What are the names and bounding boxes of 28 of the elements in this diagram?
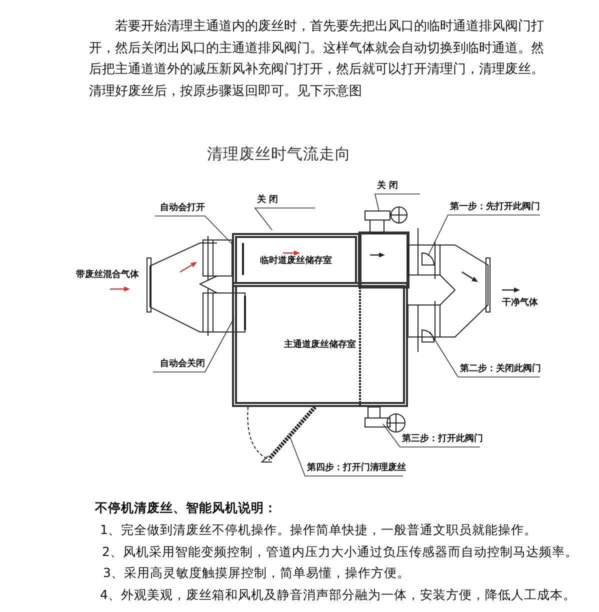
flow-label: 干净气体 xyxy=(502,296,538,309)
leader-line xyxy=(374,194,420,212)
flow-label: 带废丝混合气体 xyxy=(76,268,139,281)
leader-line xyxy=(430,332,540,378)
intro-paragraph: 若要开始清理主通道内的废丝时，首先要先把出风口的临时通道排风阀门打开，然后关闭出风口的主通道排风阀门。这样气体就会自动切换到临时通道。然后把主通道道外的减压新风补充阀门打开，然后就可以打开清理门，清理废丝。清理好废丝后，按原步骤返回即可。见下示意图 xyxy=(89,18,545,100)
callout-text: 自动会关闭 xyxy=(153,358,205,372)
callout-text: 关 闭 xyxy=(255,194,315,208)
callout-text: 第三步：打开此阀门 xyxy=(400,433,480,447)
leader-line xyxy=(152,318,234,372)
leader-line xyxy=(154,216,234,246)
list-item: 1、完全做到清废丝不停机操作。操作简单快捷，一般普通文职员就能操作。 xyxy=(100,522,537,539)
storage-chamber xyxy=(232,282,408,407)
chamber-label: 主通道废丝储存室 xyxy=(284,338,356,351)
section-heading: 不停机清废丝、智能风机说明： xyxy=(95,500,277,517)
list-item: 4、外观美观，废丝箱和风机及静音消声部分融为一体，安装方便，降低人工成本。 xyxy=(100,587,576,604)
callout-text: 第二步：关闭此阀门 xyxy=(458,363,540,377)
callout-text: 第一步：先打开此阀门 xyxy=(448,201,540,215)
leader-line xyxy=(382,424,480,448)
callout-text: 关 闭 xyxy=(375,180,420,194)
chamber-label: 临时道废丝储存室 xyxy=(260,254,332,266)
callout-text: 自动会打开 xyxy=(155,202,205,216)
diagram-title: 清理废丝时气流走向 xyxy=(207,144,351,165)
storage-chamber xyxy=(232,233,360,287)
leader-line xyxy=(428,214,540,256)
leader-line xyxy=(290,436,404,476)
leader-line xyxy=(254,208,316,230)
list-item: 3、采用高灵敏度触摸屏控制，简单易懂，操作方便。 xyxy=(103,565,410,582)
list-item: 2、风机采用智能变频控制，管道内压力大小通过负压传感器而自动控制马达频率。 xyxy=(102,544,578,561)
